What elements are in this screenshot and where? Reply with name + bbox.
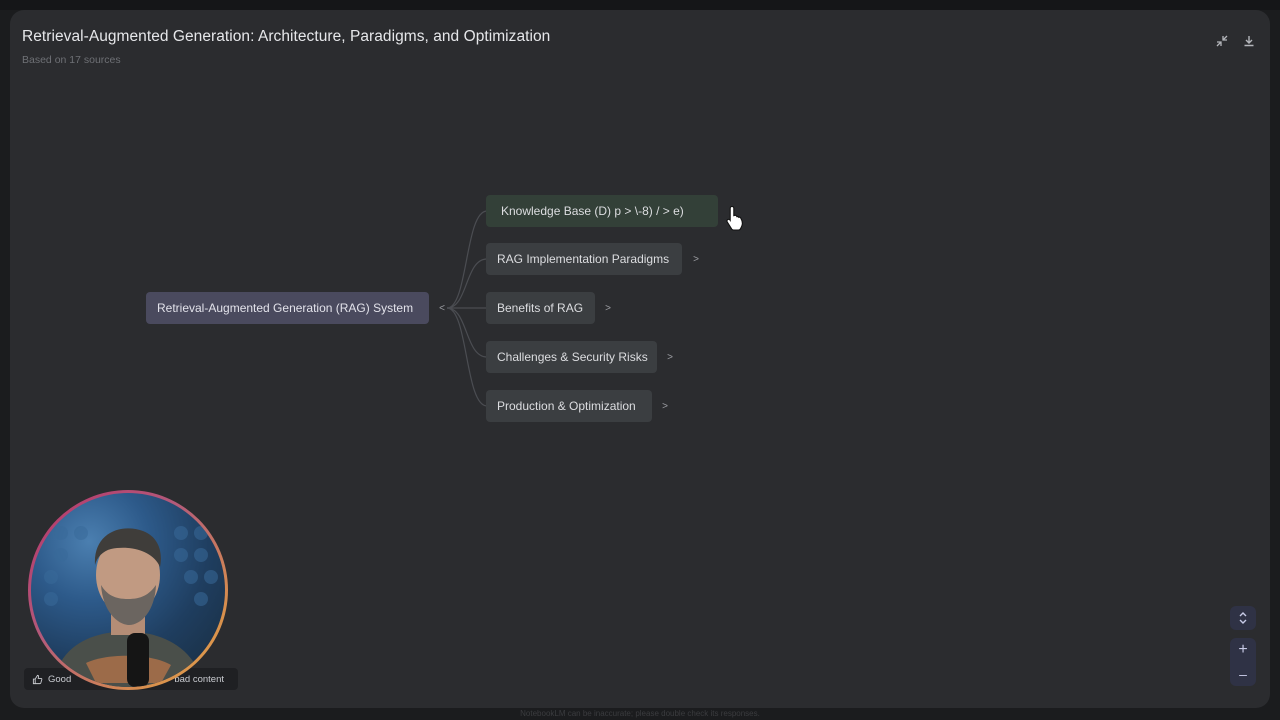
thumbs-up-icon[interactable] xyxy=(32,674,43,685)
root-node-label: Retrieval-Augmented Generation (RAG) Sys… xyxy=(157,301,414,315)
webcam-overlay xyxy=(28,490,228,690)
minus-icon: – xyxy=(1239,666,1247,682)
chevron-right-icon: > xyxy=(605,302,611,314)
node-label: Challenges & Security Risks xyxy=(497,350,648,364)
chevron-left-icon: < xyxy=(439,302,445,314)
node-label: Knowledge Base (D) p > \-8) / > e) xyxy=(501,204,684,218)
expand-vertical-icon xyxy=(1239,612,1247,624)
window-top-strip xyxy=(0,0,1280,10)
connector-production xyxy=(446,307,488,407)
connector-challenges xyxy=(446,307,488,358)
connector-knowledge-base xyxy=(446,210,488,309)
zoom-in-button[interactable]: + xyxy=(1230,638,1256,662)
expand-chevron-benefits[interactable]: > xyxy=(601,301,615,315)
node-benefits[interactable]: Benefits of RAG xyxy=(486,292,595,324)
fit-view-button[interactable] xyxy=(1230,606,1256,630)
chevron-right-icon: > xyxy=(693,253,699,265)
source-count: Based on 17 sources xyxy=(22,54,121,66)
node-label: Benefits of RAG xyxy=(497,301,584,315)
chevron-right-icon: > xyxy=(667,351,673,363)
zoom-out-button[interactable]: – xyxy=(1230,662,1256,686)
root-collapse-chevron[interactable]: < xyxy=(435,301,449,315)
presenter-video xyxy=(31,493,225,687)
node-label: Production & Optimization xyxy=(497,399,636,413)
chevron-right-icon: > xyxy=(662,400,668,412)
collapse-button[interactable] xyxy=(1213,32,1231,50)
root-node[interactable]: Retrieval-Augmented Generation (RAG) Sys… xyxy=(146,292,429,324)
connector-paradigms xyxy=(446,258,488,309)
plus-icon: + xyxy=(1238,641,1248,658)
expand-chevron-challenges[interactable]: > xyxy=(663,350,677,364)
hand-cursor-icon xyxy=(726,205,743,231)
disclaimer-text: NotebookLM can be inaccurate; please dou… xyxy=(520,709,760,718)
node-knowledge-base[interactable]: Knowledge Base (D) p > \-8) / > e) xyxy=(486,195,718,227)
expand-chevron-production[interactable]: > xyxy=(658,399,672,413)
download-icon xyxy=(1244,36,1254,47)
node-label: RAG Implementation Paradigms xyxy=(497,252,670,266)
node-challenges[interactable]: Challenges & Security Risks xyxy=(486,341,657,373)
node-rag-paradigms[interactable]: RAG Implementation Paradigms xyxy=(486,243,682,275)
page-title: Retrieval-Augmented Generation: Architec… xyxy=(22,28,551,45)
download-button[interactable] xyxy=(1240,32,1258,50)
collapse-icon xyxy=(1216,35,1228,47)
node-production[interactable]: Production & Optimization xyxy=(486,390,652,422)
expand-chevron-paradigms[interactable]: > xyxy=(689,252,703,266)
